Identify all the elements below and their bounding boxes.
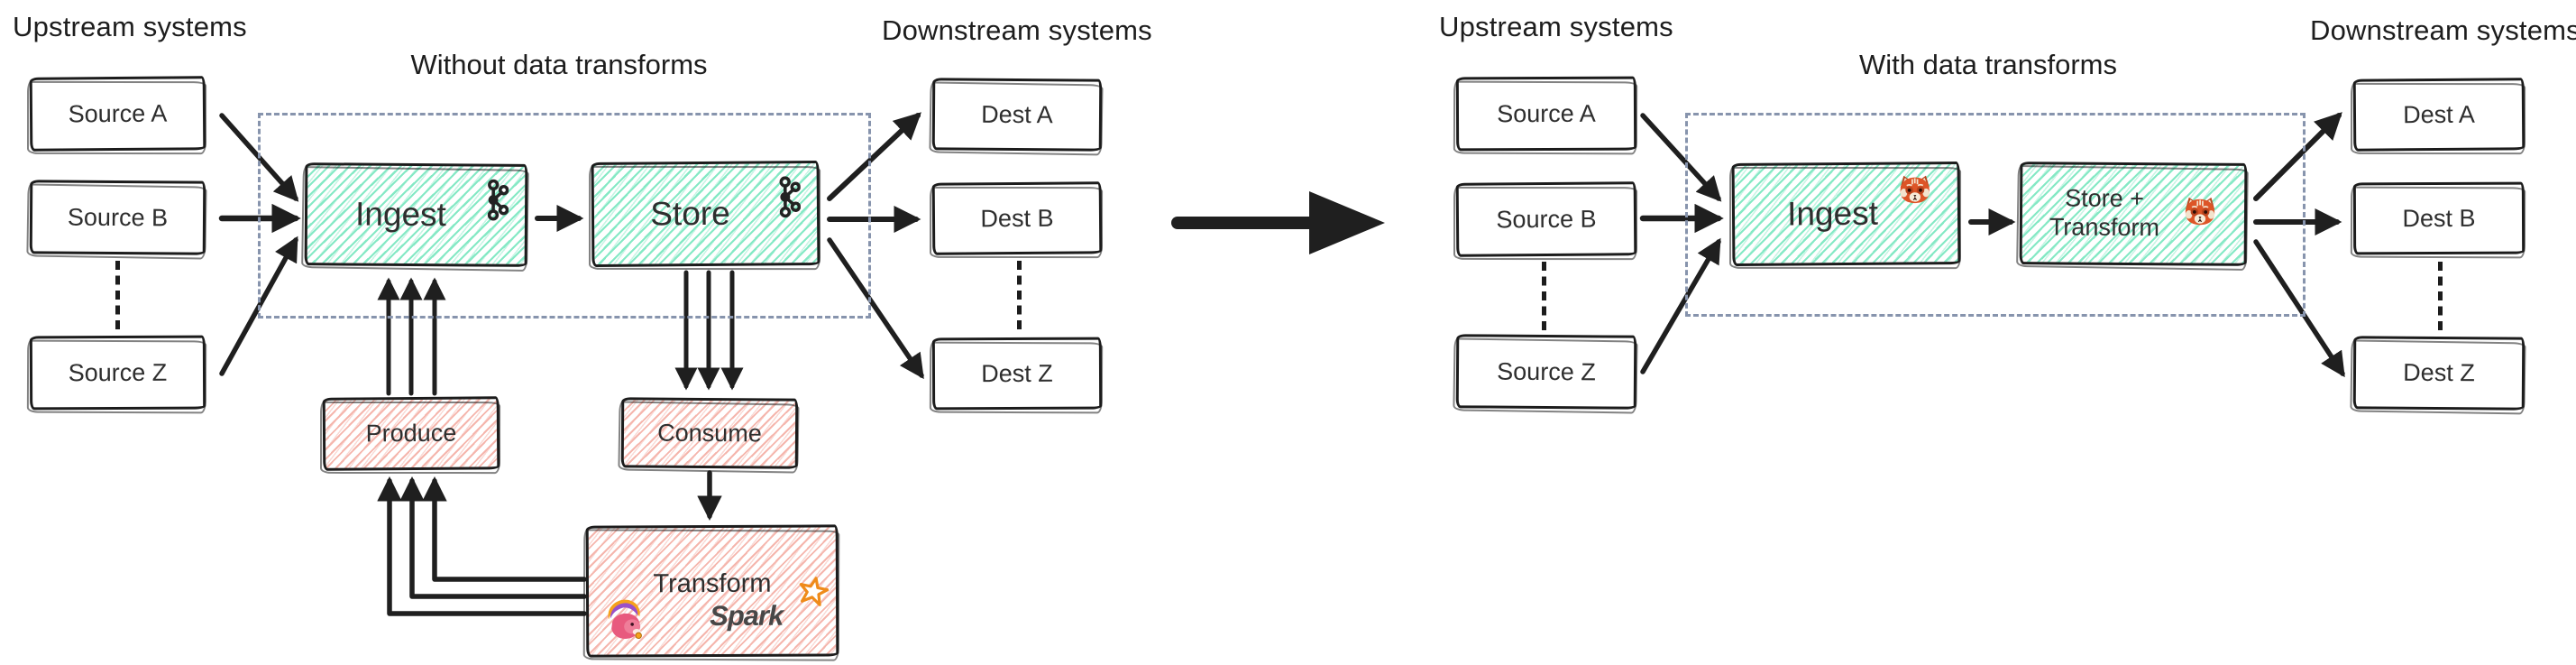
source-b-label-left: Source B xyxy=(67,203,169,231)
source-b-box-right: Source B xyxy=(1455,181,1637,257)
ingest-box-left: Ingest xyxy=(304,162,528,267)
transform-box: Transform Spark xyxy=(585,524,839,658)
dest-a-box-right: Dest A xyxy=(2352,78,2526,152)
dests-ellipsis-dashes-right xyxy=(2438,262,2443,330)
source-b-label-right: Source B xyxy=(1496,205,1597,233)
store-box-left: Store xyxy=(591,161,820,267)
pipeline-boundary-left xyxy=(258,113,871,319)
arrow-transform-to-produce-2 xyxy=(399,476,587,599)
kafka-icon xyxy=(770,176,802,226)
dest-b-box-right: Dest B xyxy=(2352,181,2526,255)
ingest-label-right: Ingest xyxy=(1786,194,1879,233)
kafka-icon xyxy=(478,179,509,228)
source-b-box-left: Source B xyxy=(29,180,206,255)
ingest-box-right: Ingest xyxy=(1731,162,1961,266)
source-a-label-left: Source A xyxy=(68,99,168,127)
store-transform-line2: Transform xyxy=(2049,213,2159,242)
dest-z-box-right: Dest Z xyxy=(2352,336,2526,411)
dest-z-box-left: Dest Z xyxy=(931,337,1103,411)
arrow-transform-to-produce-1 xyxy=(422,476,587,582)
downstream-systems-label-right: Downstream systems xyxy=(2310,14,2576,46)
source-z-label-left: Source Z xyxy=(68,358,168,386)
spark-logo-text: Spark xyxy=(710,599,784,633)
downstream-systems-label-left: Downstream systems xyxy=(882,14,1152,46)
dest-b-label-left: Dest B xyxy=(980,204,1054,232)
source-a-label-right: Source A xyxy=(1497,99,1596,127)
dests-ellipsis-dashes-left xyxy=(1017,261,1022,329)
produce-box: Produce xyxy=(322,396,500,471)
upstream-systems-label-left: Upstream systems xyxy=(13,11,247,42)
dest-z-label-left: Dest Z xyxy=(981,359,1053,387)
consume-label: Consume xyxy=(657,419,762,447)
upstream-systems-label-right: Upstream systems xyxy=(1439,11,1673,42)
source-z-box-left: Source Z xyxy=(29,335,206,411)
source-z-label-right: Source Z xyxy=(1497,357,1596,385)
pipeline-boundary-right xyxy=(1685,113,2306,317)
flink-logo-icon xyxy=(601,594,645,649)
store-transform-line1: Store + xyxy=(2065,184,2145,213)
dest-z-label-right: Dest Z xyxy=(2403,358,2475,387)
dest-a-label-right: Dest A xyxy=(2403,100,2475,128)
sources-ellipsis-dashes-right xyxy=(1542,262,1546,330)
store-transform-label: Store + Transform xyxy=(2049,184,2159,243)
spark-logo: Spark xyxy=(710,577,830,633)
source-z-box-right: Source Z xyxy=(1455,334,1637,410)
dest-a-box-left: Dest A xyxy=(931,78,1103,152)
redpanda-icon xyxy=(1898,173,1932,213)
arrow-transform-to-produce-3 xyxy=(377,476,587,616)
big-arrow-head xyxy=(1309,191,1385,254)
consume-box: Consume xyxy=(620,397,799,469)
diagram-title-left: Without data transforms xyxy=(410,49,708,80)
dest-b-label-right: Dest B xyxy=(2402,204,2476,232)
sources-ellipsis-dashes-left xyxy=(115,261,120,329)
store-label-left: Store xyxy=(650,194,730,233)
source-a-box-left: Source A xyxy=(29,76,206,152)
diagram-title-right: With data transforms xyxy=(1859,49,2117,80)
source-a-box-right: Source A xyxy=(1455,76,1637,152)
dest-b-box-left: Dest B xyxy=(931,181,1103,255)
redpanda-icon xyxy=(2183,195,2217,233)
ingest-label-left: Ingest xyxy=(354,195,447,234)
produce-label: Produce xyxy=(365,419,457,448)
spark-star-icon xyxy=(798,576,830,613)
dest-a-label-left: Dest A xyxy=(981,100,1053,128)
store-transform-box: Store + Transform xyxy=(2019,162,2248,266)
